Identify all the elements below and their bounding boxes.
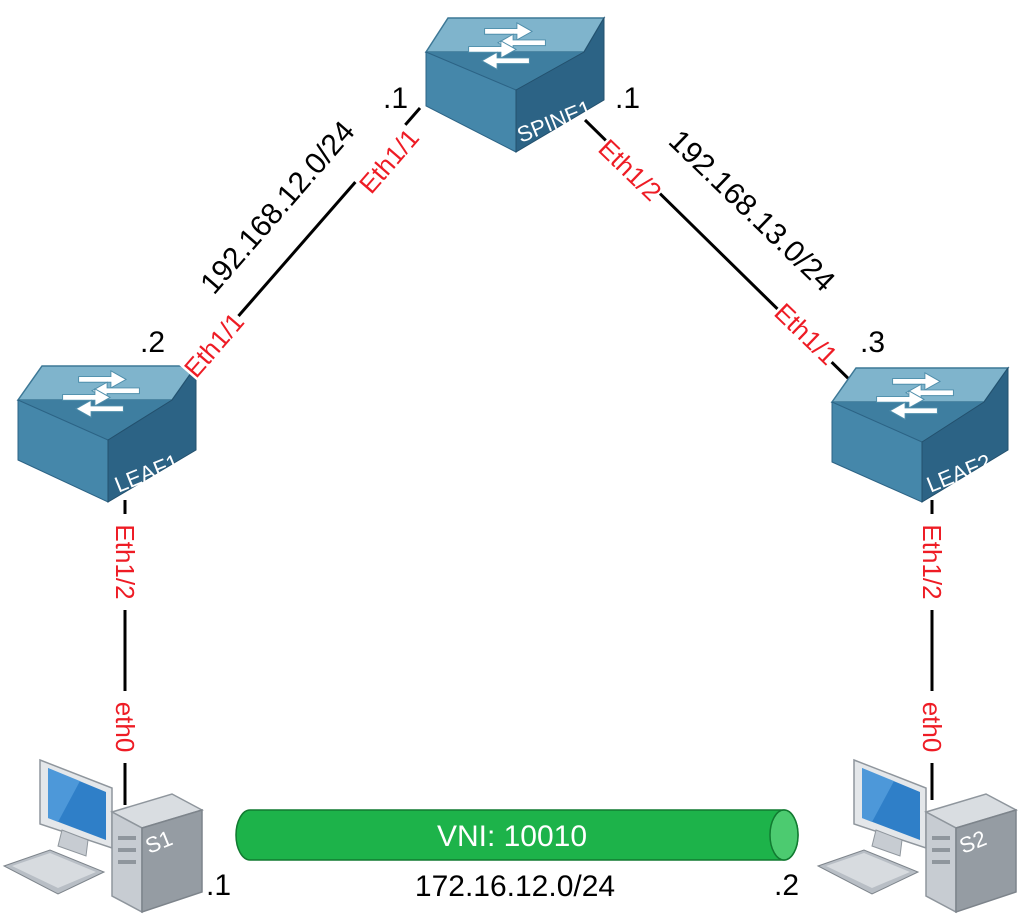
vni-tunnel[interactable]: VNI: 10010 — [235, 809, 799, 861]
s2-host[interactable]: S2 — [816, 758, 1018, 914]
workstation-icon — [2, 758, 204, 914]
overlay-subnet: 172.16.12.0/24 — [415, 870, 615, 903]
links — [123, 107, 934, 805]
switch-icon — [830, 366, 1010, 503]
s1-overlay-ip: .1 — [206, 869, 231, 902]
vni-label: VNI: 10010 — [437, 820, 587, 853]
leaf1-if-eth1-1: Eth1/1 — [178, 307, 250, 383]
leaf1-ip: .2 — [140, 326, 165, 359]
spine1-if-eth1-1: Eth1/1 — [353, 123, 425, 199]
spine1-switch[interactable]: SPINE1 — [424, 16, 606, 153]
s2-overlay-ip: .2 — [774, 869, 799, 902]
workstation-icon — [816, 758, 1018, 914]
spine1-ip-right: .1 — [615, 82, 640, 115]
leaf2-ip: .3 — [860, 326, 885, 359]
s1-if-eth0: eth0 — [110, 702, 140, 753]
leaf1-if-eth1-2: Eth1/2 — [110, 524, 140, 599]
s2-if-eth0: eth0 — [917, 702, 947, 753]
leaf2-if-eth1-1: Eth1/1 — [769, 297, 844, 371]
switch-icon — [424, 16, 606, 153]
leaf2-switch[interactable]: LEAF2 — [830, 366, 1010, 503]
spine-leaf1-labels: 192.168.12.0/24 Eth1/1 Eth1/1 .1 .2 — [140, 82, 427, 385]
spine-leaf2-labels: 192.168.13.0/24 Eth1/2 Eth1/1 .1 .3 — [591, 82, 885, 372]
spine1-ip-left: .1 — [383, 82, 408, 115]
subnet-192-168-13: 192.168.13.0/24 — [662, 124, 841, 298]
spine1-if-eth1-2: Eth1/2 — [593, 133, 668, 207]
leaf2-if-eth1-2: Eth1/2 — [917, 524, 947, 599]
switch-icon — [16, 364, 198, 503]
s1-host[interactable]: S1 — [2, 758, 204, 914]
access-link-labels: Eth1/2 eth0 Eth1/2 eth0 — [110, 514, 947, 763]
leaf1-switch[interactable]: LEAF1 — [16, 364, 198, 503]
